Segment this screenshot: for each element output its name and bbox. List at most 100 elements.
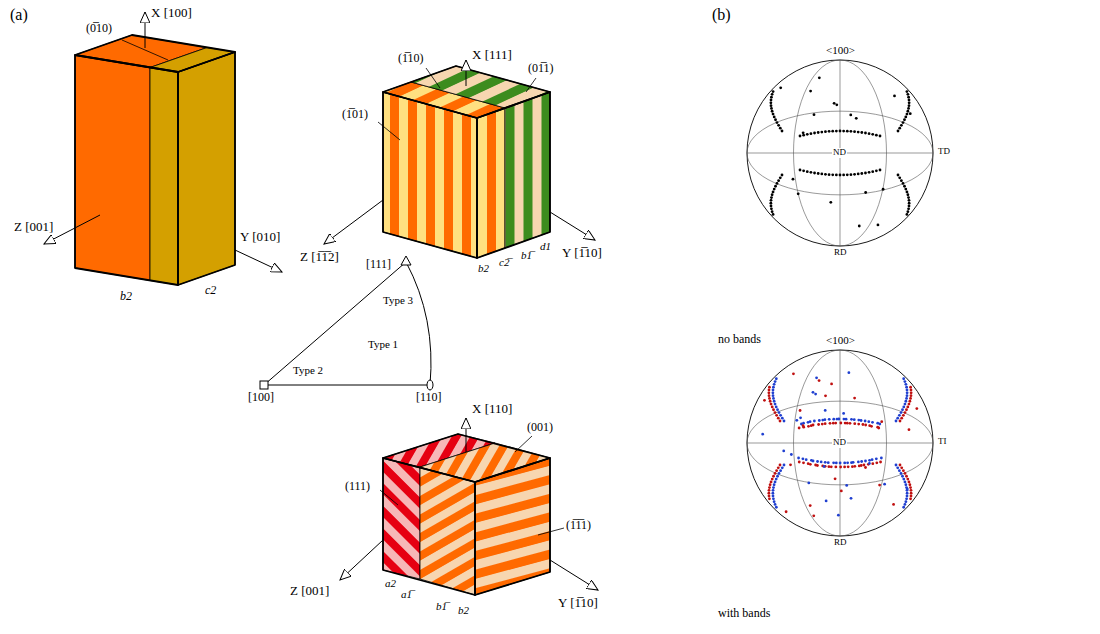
pole-dot bbox=[896, 466, 899, 469]
drawing-part bbox=[321, 80, 724, 275]
drawing-part bbox=[257, 309, 684, 432]
drawing-part bbox=[327, 0, 337, 395]
drawing-part bbox=[475, 330, 702, 634]
direction-label: [111] bbox=[366, 258, 391, 271]
drawing-part bbox=[263, 222, 490, 607]
pole-dot bbox=[842, 412, 845, 415]
drawing-part bbox=[794, 60, 887, 246]
drawing-part bbox=[312, 250, 539, 634]
drawing-part bbox=[240, 194, 467, 579]
pole-dot bbox=[769, 483, 772, 486]
pole-dot bbox=[768, 386, 771, 389]
drawing-part bbox=[251, 20, 654, 215]
pole-dot bbox=[897, 130, 900, 133]
pole-dot bbox=[837, 514, 840, 517]
pole-dot bbox=[779, 469, 782, 472]
pole-dot bbox=[770, 205, 773, 208]
drawing-part bbox=[207, 0, 610, 30]
pole-dot bbox=[785, 510, 788, 513]
pole-dot bbox=[908, 428, 911, 431]
pole-dot bbox=[802, 422, 805, 425]
drawing-part bbox=[178, 52, 235, 285]
pole-dot bbox=[871, 170, 874, 173]
drawing-part bbox=[420, 298, 647, 634]
plane-label: (1̅01) bbox=[342, 108, 368, 121]
drawing-part bbox=[389, 0, 399, 390]
pole-dot bbox=[801, 457, 804, 460]
pole-dot bbox=[908, 400, 911, 403]
drawing-part bbox=[359, 598, 744, 634]
drawing-part bbox=[341, 622, 768, 634]
drawing-part bbox=[340, 121, 743, 316]
pole-dot bbox=[904, 411, 907, 414]
leader-lines bbox=[122, 40, 564, 535]
pole-dot bbox=[781, 466, 784, 469]
drawing-part bbox=[453, 0, 463, 395]
drawing-part bbox=[254, 202, 481, 587]
drawing-part bbox=[228, 0, 238, 395]
drawing-part bbox=[323, 242, 550, 627]
drawing-part bbox=[371, 0, 381, 390]
pole-dot bbox=[769, 400, 772, 403]
drawing-part bbox=[747, 111, 933, 195]
drawing-part bbox=[460, 0, 470, 403]
axis-label: ND bbox=[832, 438, 847, 448]
pole-dot bbox=[768, 397, 771, 400]
drawing-part bbox=[152, 0, 737, 394]
pole-dot bbox=[902, 414, 905, 417]
region-label: Type 3 bbox=[383, 294, 413, 306]
pole-dot bbox=[773, 188, 776, 191]
pole-dot bbox=[816, 460, 819, 463]
drawing-part bbox=[362, 0, 372, 390]
drawing-part bbox=[219, 0, 622, 54]
drawing-part bbox=[406, 290, 633, 634]
drawing-part bbox=[330, 191, 733, 386]
drawing-part bbox=[337, 250, 564, 634]
drawing-part bbox=[277, 230, 504, 615]
pole-dot bbox=[774, 481, 777, 484]
pole-dot bbox=[815, 376, 818, 379]
pole-dot bbox=[813, 172, 816, 175]
pole-dot bbox=[770, 207, 773, 210]
pole-dot bbox=[910, 389, 913, 392]
pole-dot bbox=[895, 464, 898, 467]
axis-label: TI bbox=[937, 437, 948, 447]
pole-dot bbox=[871, 133, 874, 136]
drawing-part bbox=[319, 254, 546, 634]
pole-dot bbox=[853, 130, 856, 133]
drawing-part bbox=[200, 0, 603, 14]
drawing-part bbox=[178, 0, 581, 59]
drawing-part bbox=[159, 0, 562, 19]
pole-dot bbox=[768, 486, 771, 489]
pole-dot bbox=[775, 478, 778, 481]
pole-dot bbox=[767, 391, 770, 394]
pole-dot bbox=[772, 389, 775, 392]
drawing-part bbox=[222, 0, 625, 63]
face-fill bbox=[0, 0, 722, 271]
drawing-part bbox=[243, 257, 782, 634]
pole-dot bbox=[845, 418, 848, 421]
pole-dot bbox=[839, 130, 842, 133]
drawing-part bbox=[524, 0, 534, 390]
drawing-part bbox=[401, 256, 411, 265]
drawing-part bbox=[722, 0, 732, 390]
drawing-part bbox=[279, 459, 664, 634]
drawing-part bbox=[150, 68, 178, 286]
drawing-part bbox=[464, 338, 691, 634]
pole-dot bbox=[910, 391, 913, 394]
pole-dot bbox=[909, 486, 912, 489]
axis-label: ND bbox=[832, 148, 847, 158]
drawing-part bbox=[96, 507, 413, 634]
pole-dot bbox=[909, 386, 912, 389]
pole-dot bbox=[898, 469, 901, 472]
pole-dot bbox=[812, 460, 815, 463]
drawing-part bbox=[325, 0, 335, 403]
drawing-part bbox=[462, 322, 689, 634]
pole-figure-title: <100> bbox=[826, 334, 855, 346]
pole-dot bbox=[774, 185, 777, 188]
pole-dot bbox=[771, 492, 774, 495]
standard-triangle bbox=[260, 256, 433, 390]
drawing-part bbox=[327, 183, 730, 378]
drawing-part bbox=[614, 0, 624, 390]
pole-dot bbox=[775, 406, 778, 409]
